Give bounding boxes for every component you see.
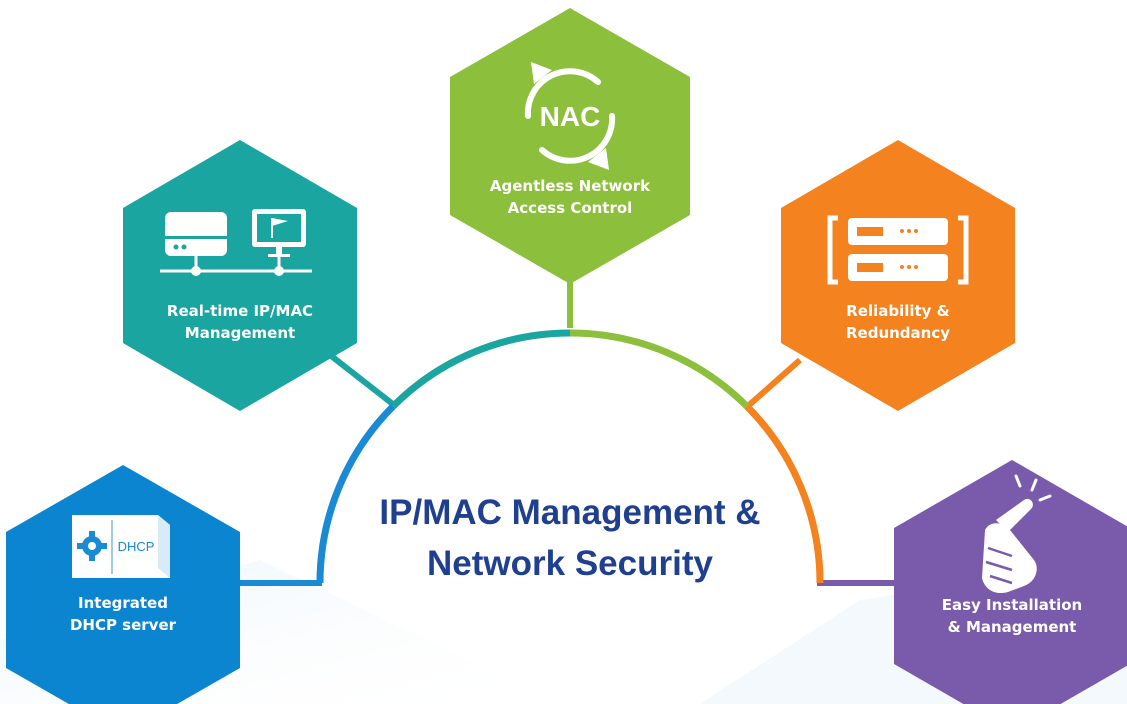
connector-reliability xyxy=(746,357,802,409)
nac-label-line2: Access Control xyxy=(508,199,633,217)
finger-snap-icon xyxy=(982,474,1052,594)
feature-integrated-dhcp: DHCP Integrated DHCP server xyxy=(6,465,240,704)
feature-reliability: Reliability & Redundancy xyxy=(781,140,1015,411)
dhcp-label-line2: DHCP server xyxy=(70,616,177,634)
dhcp-label-line1: Integrated xyxy=(78,594,168,612)
redundant-servers-icon xyxy=(827,215,969,285)
arc-segment-green xyxy=(569,329,750,409)
install-label-line1: Easy Installation xyxy=(942,596,1082,614)
arc-segment-teal xyxy=(390,329,571,409)
ipmac-label-line2: Management xyxy=(185,324,295,342)
center-title-line1: IP/MAC Management & xyxy=(379,493,760,532)
feature-realtime-ipmac: Real-time IP/MAC Management xyxy=(123,140,357,411)
network-devices-icon xyxy=(160,209,312,276)
install-label-line2: & Management xyxy=(948,618,1077,636)
reliability-label-line1: Reliability & xyxy=(846,302,950,320)
center-title-line2: Network Security xyxy=(427,544,713,583)
nac-label-line1: Agentless Network xyxy=(490,177,651,195)
hexagon-dhcp xyxy=(6,465,240,704)
nac-cycle-icon: NAC xyxy=(524,62,616,170)
nac-icon-text: NAC xyxy=(540,101,601,132)
connector-ipmac xyxy=(328,352,396,408)
hexagon-nac xyxy=(450,8,690,284)
feature-easy-installation: Easy Installation & Management xyxy=(894,460,1127,704)
dhcp-icon-text: DHCP xyxy=(118,539,155,554)
hexagon-ipmac xyxy=(123,140,357,411)
ipmac-label-line1: Real-time IP/MAC xyxy=(167,302,313,320)
reliability-label-line2: Redundancy xyxy=(846,324,950,342)
feature-agentless-nac: NAC Agentless Network Access Control xyxy=(450,8,690,284)
arc-segment-blue xyxy=(316,403,396,584)
arc-segment-orange xyxy=(744,403,824,584)
dhcp-server-icon: DHCP xyxy=(72,515,170,578)
